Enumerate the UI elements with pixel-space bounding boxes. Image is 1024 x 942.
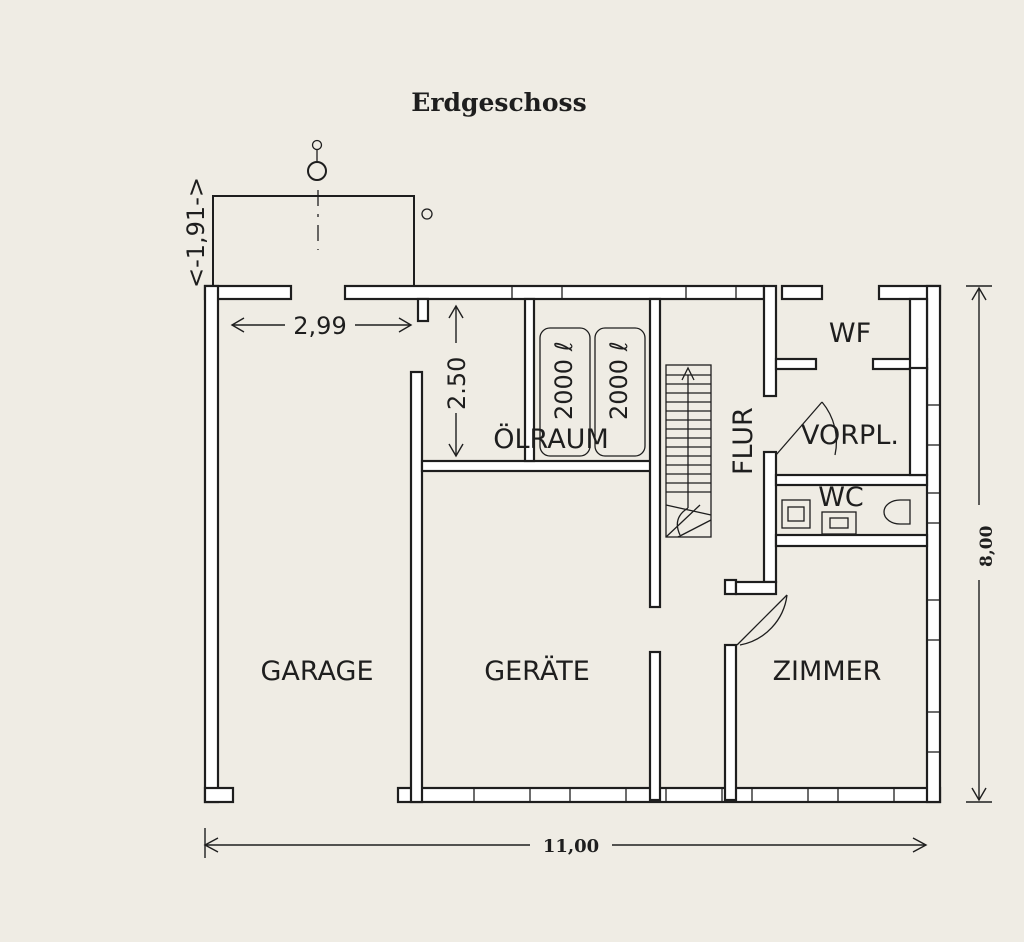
- room-label-geraete: GERÄTE: [484, 655, 590, 687]
- terrace: [212, 139, 433, 286]
- room-label-vorpl: VORPL.: [801, 420, 899, 451]
- oil-tanks: 2000 ℓ 2000 ℓ: [539, 327, 646, 457]
- room-label-oelraum: ÖLRAUM: [493, 423, 609, 455]
- dimension-garage-door: 2,99: [230, 312, 413, 340]
- oil-tank-right: [594, 327, 646, 457]
- toilet-icon: [883, 499, 911, 525]
- dim-garage-door-label: 2,99: [293, 312, 346, 340]
- room-label-zimmer: ZIMMER: [773, 656, 882, 687]
- room-label-wc: WC: [818, 482, 864, 513]
- staircase: [665, 364, 712, 538]
- room-label-garage: GARAGE: [260, 656, 373, 687]
- wc-fixtures: [781, 499, 911, 535]
- dim-total-depth-label: 8,00: [977, 525, 997, 567]
- post-icon: [421, 208, 433, 220]
- dimension-total-depth: 8,00: [966, 285, 997, 803]
- stair-winder: [665, 504, 712, 516]
- dimension-oelraum: 2.50: [443, 304, 471, 458]
- oil-tank-left: [539, 327, 591, 457]
- room-label-flur: FLUR: [728, 407, 759, 475]
- doors: [736, 401, 838, 646]
- dim-terrace-label: <-1,91->: [182, 177, 210, 288]
- dimension-terrace: <-1,91->: [182, 177, 210, 288]
- stair-winder: [665, 504, 701, 538]
- tank-right-label: 2000 ℓ: [605, 341, 633, 420]
- tank-left-label: 2000 ℓ: [550, 341, 578, 420]
- plan-title: Erdgeschoss: [411, 88, 586, 117]
- dimension-total-width: 11,00: [203, 828, 928, 858]
- lamp-icon: [307, 161, 327, 181]
- dim-total-width-label: 11,00: [543, 836, 599, 857]
- room-label-wf: WF: [829, 318, 871, 349]
- dim-oelraum-label: 2.50: [443, 357, 471, 410]
- stair-winder: [677, 519, 712, 538]
- inner-walls: [409, 284, 929, 804]
